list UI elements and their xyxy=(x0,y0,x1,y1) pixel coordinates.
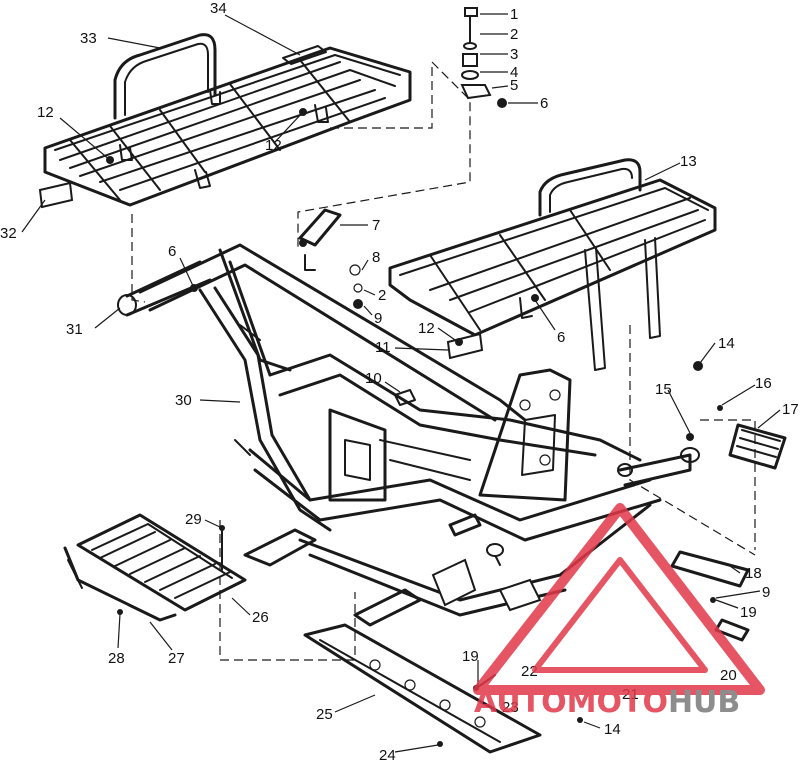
callout-18: 18 xyxy=(745,565,762,582)
rear-rack xyxy=(38,33,412,209)
callout-9-upper: 9 xyxy=(374,310,382,327)
callout-2: 2 xyxy=(510,26,518,43)
callout-12-left: 12 xyxy=(37,104,54,121)
main-frame xyxy=(117,243,700,627)
callout-10: 10 xyxy=(365,370,382,387)
hardware-stack xyxy=(460,7,507,108)
callout-20: 20 xyxy=(720,667,737,684)
watermark-triangle-outer xyxy=(473,503,765,695)
callout-7: 7 xyxy=(372,217,380,234)
left-footrest xyxy=(63,513,247,622)
callout-17: 17 xyxy=(782,401,799,418)
callout-1: 1 xyxy=(510,6,518,23)
callout-24: 24 xyxy=(379,747,396,763)
callout-25: 25 xyxy=(316,706,333,723)
callout-3: 3 xyxy=(510,46,518,63)
callout-6-top: 6 xyxy=(540,95,548,112)
callout-5: 5 xyxy=(510,77,518,94)
watermark: AUTOMOTOHUB xyxy=(473,503,765,720)
callout-19-right: 19 xyxy=(740,604,757,621)
leader-lines xyxy=(21,13,781,753)
callout-12-rack: 12 xyxy=(265,137,282,154)
callout-16: 16 xyxy=(755,375,772,392)
callout-8: 8 xyxy=(372,249,380,266)
callout-4: 4 xyxy=(510,64,518,81)
callout-30: 30 xyxy=(175,392,192,409)
callout-28: 28 xyxy=(108,650,125,667)
callout-12-front: 12 xyxy=(418,320,435,337)
callout-34: 34 xyxy=(210,0,227,17)
callout-31: 31 xyxy=(66,321,83,338)
callout-2-lower: 2 xyxy=(378,287,386,304)
callout-29: 29 xyxy=(185,511,202,528)
callout-9-lower: 9 xyxy=(762,584,770,601)
callout-33: 33 xyxy=(80,30,97,47)
callout-19-left: 19 xyxy=(462,648,479,665)
skid-plate xyxy=(303,623,542,754)
bracket-stack xyxy=(298,208,363,309)
callout-14-lower: 14 xyxy=(604,721,621,738)
front-rack xyxy=(388,158,717,371)
callout-6-frame: 6 xyxy=(168,243,176,260)
callout-27: 27 xyxy=(168,650,185,667)
watermark-text: AUTOMOTOHUB xyxy=(474,685,740,720)
connection-lines xyxy=(131,60,756,661)
callout-11: 11 xyxy=(375,339,391,356)
callout-32: 32 xyxy=(0,225,17,242)
callout-23: 23 xyxy=(502,699,519,716)
callout-14-upper: 14 xyxy=(718,335,735,352)
callout-26: 26 xyxy=(252,609,269,626)
callout-15: 15 xyxy=(655,381,672,398)
watermark-triangle-inner xyxy=(532,557,708,673)
callout-6-front: 6 xyxy=(557,329,565,346)
callout-13: 13 xyxy=(680,153,697,170)
